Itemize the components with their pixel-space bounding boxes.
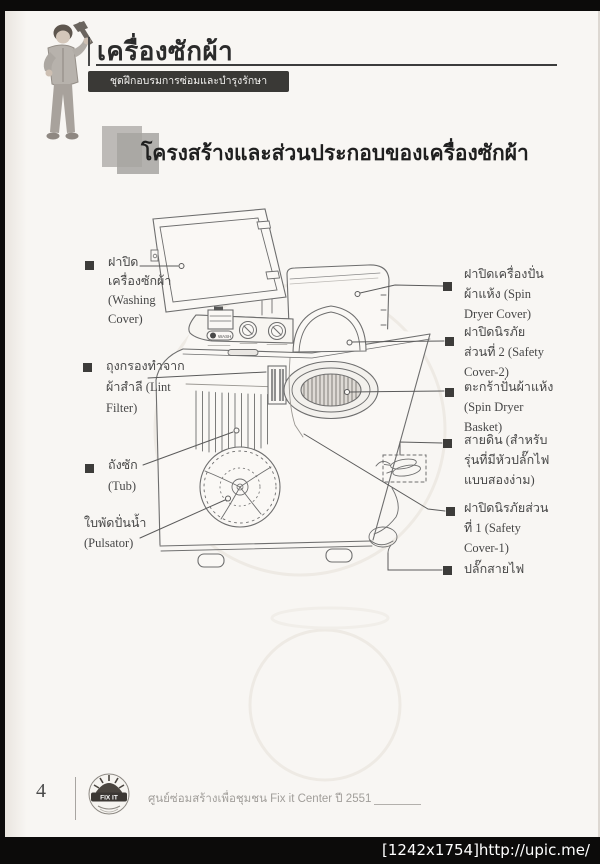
fix-it-logo-text: FIX IT <box>100 795 118 802</box>
header-rule <box>96 64 557 66</box>
pulsator-drawing <box>199 446 281 528</box>
scan-left-shadow <box>5 11 27 837</box>
label-ground-wire: สายดิน (สำหรับ รุ่นที่มีหัวปลั๊กไฟ แบบสอ… <box>464 433 550 487</box>
callout-lines <box>139 263 446 571</box>
washing-cover-drawing <box>150 208 287 316</box>
label-bullet <box>445 388 454 397</box>
footer-divider <box>75 777 76 820</box>
section-title: โครงสร้างและส่วนประกอบของเครื่องซักผ้า <box>141 142 529 165</box>
control-panel-drawing: WASH <box>188 306 294 346</box>
header-divider <box>88 37 90 66</box>
label-bullet <box>446 507 455 516</box>
image-host-watermark: [1242x1754]http://upic.me/ <box>382 841 590 859</box>
fix-it-logo-drawing: FIX IT <box>88 773 130 815</box>
heading-square-front <box>117 133 159 174</box>
label-bullet <box>443 282 452 291</box>
label-tub: ถังซัก (Tub) <box>108 458 138 493</box>
label-washing-cover: ฝาปิด เครื่องซักผ้า (Washing Cover) <box>108 255 172 326</box>
fix-it-center-logo: FIX IT <box>86 769 132 823</box>
footer-caption: ศูนย์ซ่อมสร้างเพื่อชุมชน Fix it Center ป… <box>148 793 372 805</box>
scan-bottom-bar: [1242x1754]http://upic.me/ <box>0 837 600 864</box>
header-badge: ชุดฝึกอบรมการซ่อมและบำรุงรักษา <box>88 71 289 92</box>
plug-dashed-box <box>382 454 427 483</box>
label-safety-cover-2: ฝาปิดนิรภัย ส่วนที่ 2 (Safety Cover-2) <box>464 325 545 379</box>
label-bullet <box>83 363 92 372</box>
label-bullet <box>85 261 94 270</box>
label-spin-dryer-cover: ฝาปิดเครื่องปั่น ผ้าแห้ง (Spin Dryer Cov… <box>464 267 544 321</box>
page-title: เครื่องซักผ้า <box>97 36 234 66</box>
label-bullet <box>443 566 452 575</box>
scan-top-border <box>0 0 600 11</box>
lint-filter-drawing <box>267 365 287 405</box>
page-number: 4 <box>36 780 46 802</box>
label-bullet <box>443 439 452 448</box>
scan-left-border <box>0 0 5 864</box>
label-lint-filter: ถุงกรองทำจาก ผ้าสำลี (Lint Filter) <box>106 359 185 415</box>
label-bullet <box>445 337 454 346</box>
label-pulsator: ใบพัดปั่นน้ำ (Pulsator) <box>84 516 147 550</box>
scan-right-edge <box>598 11 600 837</box>
power-cord-drawing <box>368 454 427 554</box>
machine-body-drawing <box>155 314 431 568</box>
label-safety-cover-1: ฝาปิดนิรภัยส่วน ที่ 1 (Safety Cover-1) <box>464 501 549 555</box>
two-prong-plug-drawing <box>383 458 421 477</box>
footer-caption-rule <box>374 804 421 805</box>
label-spin-dryer-basket: ตะกร้าปั่นผ้าแห้ง (Spin Dryer Basket) <box>464 380 554 434</box>
label-bullet <box>85 464 94 473</box>
spin-dryer-basket-drawing <box>283 357 379 438</box>
label-power-plug: ปลั๊กสายไฟ <box>464 562 525 576</box>
wash-tub-drawing <box>185 383 281 453</box>
wash-button-label: WASH <box>218 334 231 339</box>
